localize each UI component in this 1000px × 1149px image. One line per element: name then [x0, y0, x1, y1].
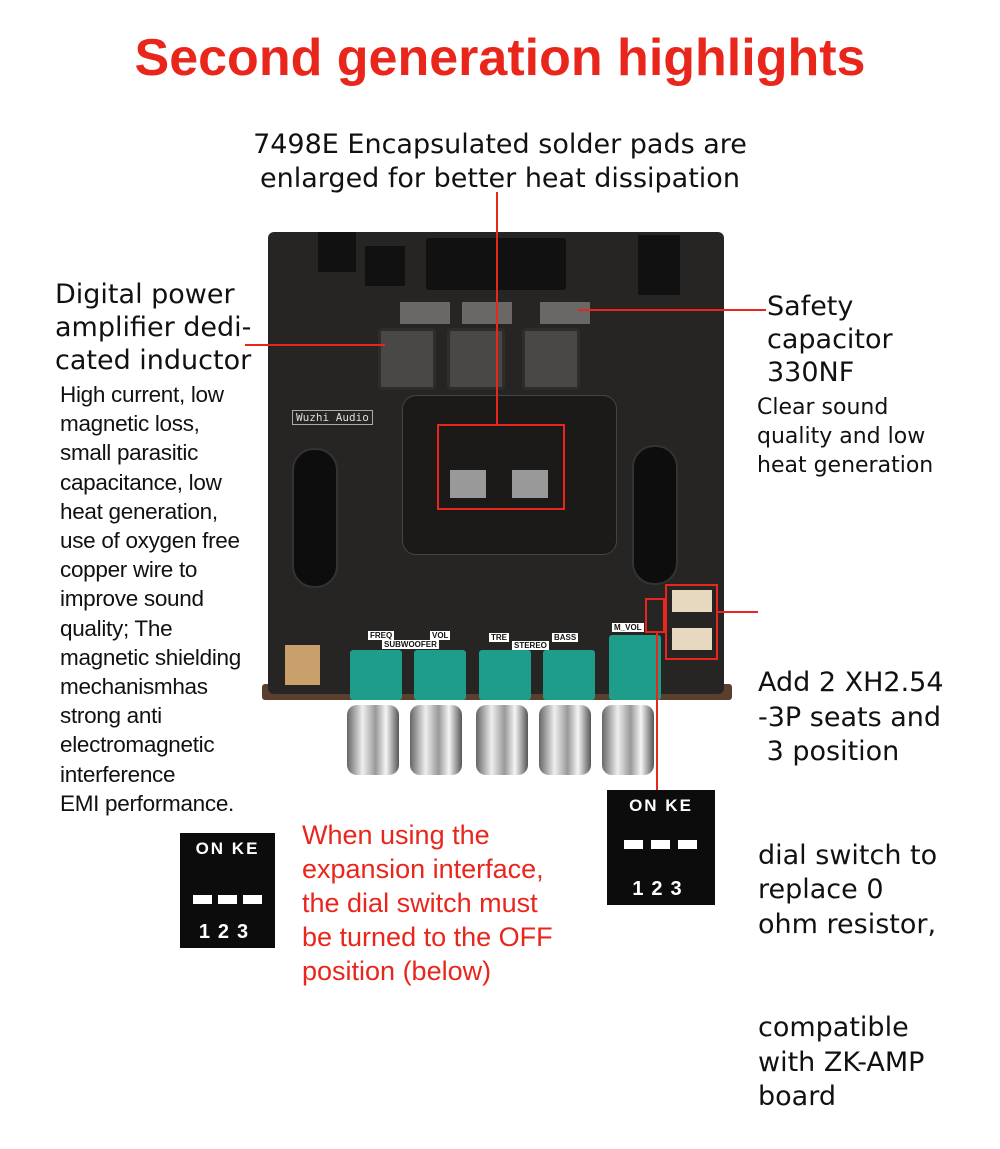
- board-label-freq: FREQ: [368, 631, 395, 640]
- board-label-tre: TRE: [489, 633, 509, 642]
- board-label-bass: BASS: [552, 633, 579, 642]
- top-annotation: 7498E Encapsulated solder pads are enlar…: [253, 129, 747, 194]
- capacitor: [292, 448, 338, 588]
- brand-label: Wuzhi Audio: [292, 410, 373, 425]
- capacitor: [632, 445, 678, 585]
- heading-line: cated inductor: [55, 345, 252, 376]
- callout-line: [718, 611, 758, 613]
- callout-line: [496, 192, 498, 425]
- freq-knob[interactable]: [347, 705, 399, 775]
- connector-description: Add 2 XH2.54-3P seats and 3 position dia…: [758, 667, 944, 1112]
- dip-switch-photo-left: ON KE 123: [180, 833, 275, 948]
- inductor-heading: Digital power amplifier dedi- cated indu…: [55, 278, 251, 377]
- page-title: Second generation highlights: [134, 29, 866, 87]
- amp-chip: [450, 470, 486, 498]
- callout-line: [656, 633, 658, 791]
- chip-highlight-box: [437, 424, 565, 510]
- master-volume-knob[interactable]: [602, 705, 654, 775]
- amp-chip: [512, 470, 548, 498]
- callout-line: [578, 309, 766, 311]
- board-label-stereo: STEREO: [512, 641, 549, 650]
- inductor: [447, 328, 505, 390]
- subwoofer-vol-knob[interactable]: [410, 705, 462, 775]
- board-label-subwoofer: SUBWOOFER: [382, 640, 439, 649]
- board-label-m-vol: M_VOL: [612, 623, 644, 632]
- inductor: [522, 328, 580, 390]
- dip-switch-photo-right: ON KE 123: [607, 790, 715, 905]
- callout-line: [245, 344, 385, 346]
- heading-line: Digital power: [55, 279, 235, 310]
- inductor: [378, 328, 436, 390]
- heading-line: amplifier dedi-: [55, 312, 252, 343]
- treble-knob[interactable]: [476, 705, 528, 775]
- bass-knob[interactable]: [539, 705, 591, 775]
- board-label-vol: VOL: [430, 631, 451, 640]
- connector-highlight-box: [665, 584, 718, 660]
- dip-highlight-box: [645, 598, 665, 633]
